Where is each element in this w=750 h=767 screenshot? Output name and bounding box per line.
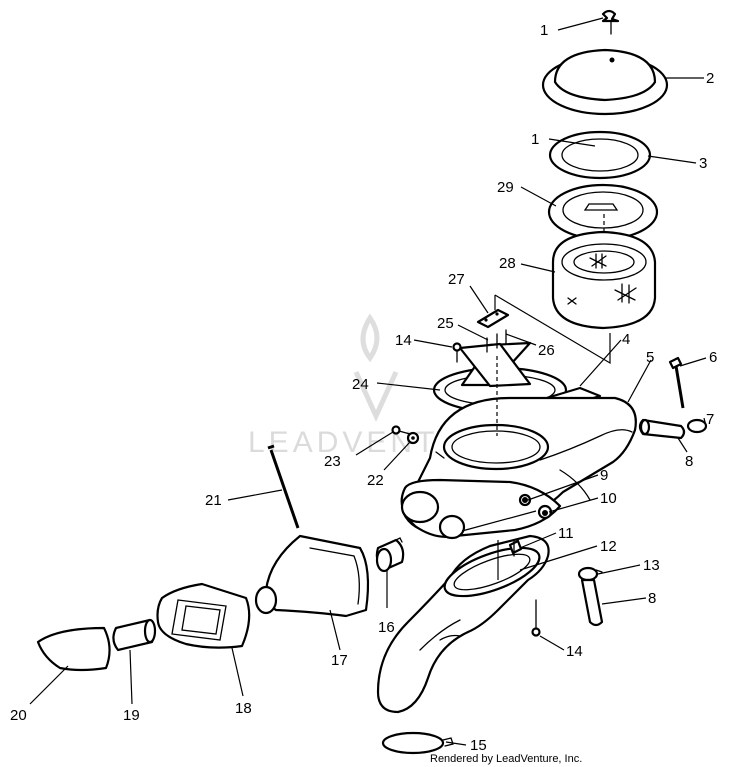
callout-24: 24 (352, 376, 369, 393)
part-5-airbox (400, 396, 637, 540)
part-8-hose-upper (638, 418, 686, 440)
callout-28: 28 (499, 255, 516, 272)
callout-8-lower: 8 (648, 590, 656, 607)
part-2-cover (541, 48, 669, 116)
part-20-cap (36, 626, 111, 672)
part-21-bolt (267, 444, 300, 529)
callout-6: 6 (709, 349, 717, 366)
part-14-screw-lower (531, 599, 541, 637)
callout-10: 10 (600, 490, 617, 507)
credit-text: Rendered by LeadVenture, Inc. (430, 753, 582, 765)
part-19-tube (112, 618, 157, 652)
part-27-plate (476, 308, 510, 329)
part-11-clip (508, 539, 523, 557)
part-1-wing-nut (601, 9, 620, 35)
part-3-gasket (548, 130, 652, 180)
part-15-clamp (381, 731, 454, 755)
callout-4: 4 (622, 331, 630, 348)
callout-16: 16 (378, 619, 395, 636)
callout-1-mid: 1 (531, 131, 539, 148)
callout-2: 2 (706, 70, 714, 87)
callout-19: 19 (123, 707, 140, 724)
callout-11: 11 (558, 525, 574, 542)
callout-18: 18 (235, 700, 252, 717)
part-28-filter-element (551, 230, 657, 330)
callout-13: 13 (643, 557, 660, 574)
part-23-screw (391, 425, 411, 435)
callout-12: 12 (600, 538, 617, 555)
callout-7: 7 (706, 411, 714, 428)
callout-26: 26 (538, 342, 555, 359)
callout-1-top: 1 (540, 22, 548, 39)
part-16-coupler (375, 537, 405, 573)
part-18-frame (156, 582, 251, 649)
part-14-screw (452, 342, 462, 363)
callout-29: 29 (497, 179, 514, 196)
part-29-prefilter (547, 183, 659, 241)
callout-9: 9 (600, 467, 608, 484)
callout-8-upper: 8 (685, 453, 693, 470)
part-9-nut (522, 497, 528, 503)
part-8-hose-lower (580, 578, 604, 627)
callout-21: 21 (205, 492, 222, 509)
callout-labels: 1 2 1 3 29 28 27 25 26 14 4 5 6 7 8 24 2… (10, 22, 717, 754)
callout-25: 25 (437, 315, 454, 332)
callout-27: 27 (448, 271, 465, 288)
callout-20: 20 (10, 707, 27, 724)
part-10-washer (542, 510, 548, 516)
callout-15: 15 (470, 737, 487, 754)
part-17-boot (254, 534, 370, 618)
callout-23: 23 (324, 453, 341, 470)
callout-14-lower: 14 (566, 643, 583, 660)
part-22-washer (406, 431, 420, 445)
part-12-intake-duct (376, 534, 550, 714)
callout-3: 3 (699, 155, 707, 172)
part-7-plug (686, 418, 708, 434)
callout-22: 22 (367, 472, 384, 489)
callout-14-upper: 14 (395, 332, 412, 349)
callout-17: 17 (331, 652, 348, 669)
part-6-bolt (668, 356, 685, 409)
callout-5: 5 (646, 349, 654, 366)
